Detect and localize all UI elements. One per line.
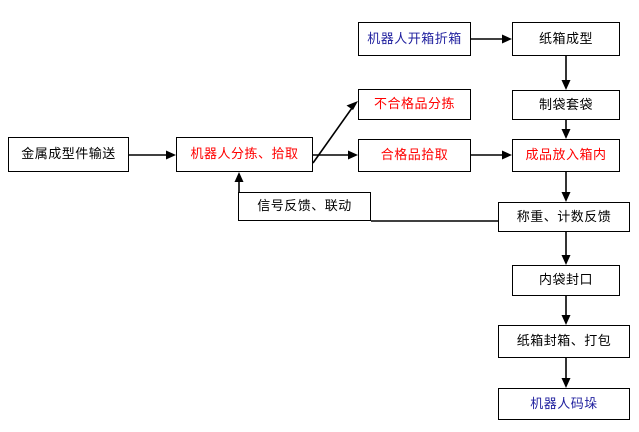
node-robot-sort[interactable]: 机器人分拣、拾取 [176,137,313,172]
node-weigh-count-label: 称重、计数反馈 [516,209,612,225]
edge-robot-sort-to-reject-sort [312,101,358,164]
edge-product-in-box-to-weigh-count [561,172,571,202]
node-metal-feed[interactable]: 金属成型件输送 [8,137,129,172]
node-metal-feed-label: 金属成型件输送 [21,147,116,162]
node-robot-palletize[interactable]: 机器人码垛 [498,388,630,420]
node-pass-pick[interactable]: 合格品拾取 [358,139,471,172]
edge-robot-sort-to-pass-pick [313,150,358,160]
edge-robot-unbox-to-carton-form [471,34,512,44]
node-carton-seal[interactable]: 纸箱封箱、打包 [498,325,630,358]
node-robot-sort-label: 机器人分拣、拾取 [190,147,299,162]
edge-pass-pick-to-product-in-box [471,150,512,160]
node-product-in-box-label: 成品放入箱内 [525,148,607,163]
node-signal-feedback-label: 信号反馈、联动 [257,199,352,214]
edge-carton-form-to-bag-make [561,56,571,90]
node-carton-seal-label: 纸箱封箱、打包 [516,334,612,349]
edge-bag-make-to-product-in-box [561,120,571,139]
node-robot-unbox[interactable]: 机器人开箱折箱 [358,22,471,56]
edge-metal-feed-to-robot-sort [129,150,176,160]
node-weigh-count[interactable]: 称重、计数反馈 [498,202,630,232]
edge-carton-seal-to-robot-palletize [561,358,571,388]
node-product-in-box[interactable]: 成品放入箱内 [512,139,620,172]
node-reject-sort-label: 不合格品分拣 [373,97,455,112]
node-bag-make[interactable]: 制袋套袋 [512,90,620,120]
edge-weigh-count-to-inner-seal [561,232,571,265]
node-pass-pick-label: 合格品拾取 [380,148,449,163]
node-robot-unbox-label: 机器人开箱折箱 [367,31,462,47]
node-signal-feedback[interactable]: 信号反馈、联动 [238,192,371,221]
node-inner-seal-label: 内袋封口 [538,273,593,288]
edge-inner-seal-to-carton-seal [561,296,571,325]
node-inner-seal[interactable]: 内袋封口 [512,265,620,296]
node-carton-form-label: 纸箱成型 [538,31,593,47]
node-carton-form[interactable]: 纸箱成型 [512,22,620,56]
node-reject-sort[interactable]: 不合格品分拣 [358,89,471,120]
node-robot-palletize-label: 机器人码垛 [530,396,598,412]
node-bag-make-label: 制袋套袋 [538,97,593,113]
